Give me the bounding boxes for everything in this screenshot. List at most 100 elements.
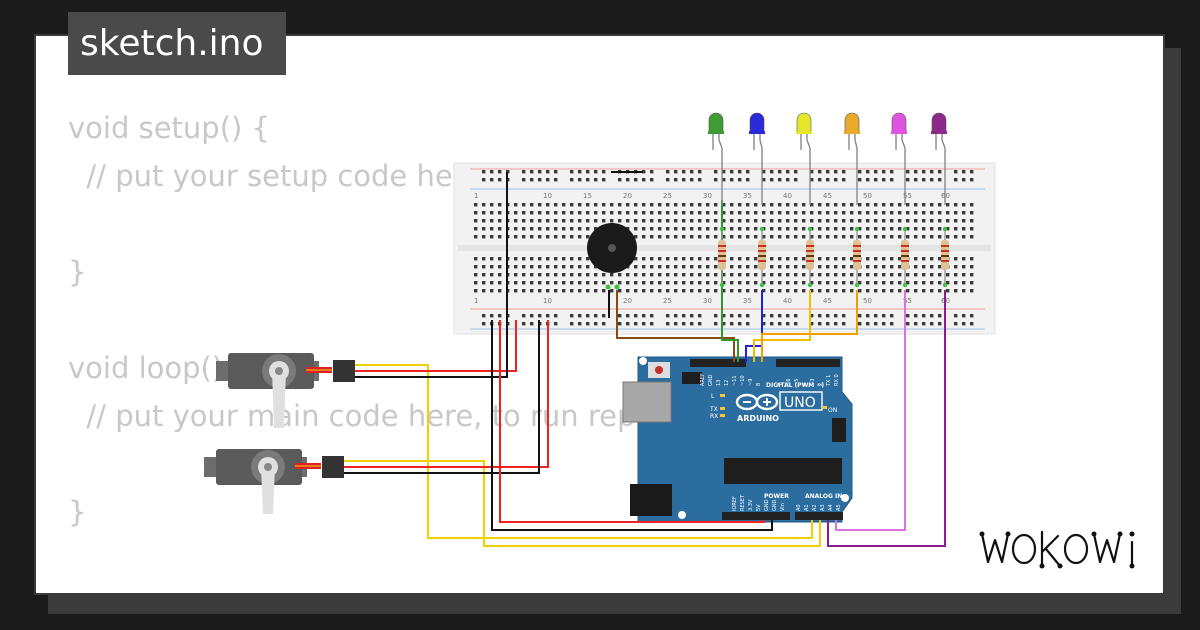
breadboard-hole[interactable]: [954, 314, 958, 318]
breadboard-hole[interactable]: [890, 314, 894, 318]
breadboard-hole[interactable]: [890, 203, 894, 207]
breadboard-hole[interactable]: [746, 235, 750, 239]
breadboard-hole[interactable]: [650, 281, 654, 285]
breadboard-hole[interactable]: [570, 211, 574, 215]
breadboard-hole[interactable]: [594, 170, 598, 174]
breadboard-hole[interactable]: [898, 235, 902, 239]
breadboard-hole[interactable]: [634, 314, 638, 318]
breadboard-hole[interactable]: [618, 314, 622, 318]
breadboard-hole[interactable]: [490, 178, 494, 182]
breadboard-hole[interactable]: [490, 257, 494, 261]
breadboard-hole[interactable]: [858, 289, 862, 293]
breadboard-hole[interactable]: [482, 178, 486, 182]
breadboard-hole[interactable]: [722, 281, 726, 285]
breadboard-hole[interactable]: [770, 203, 774, 207]
breadboard-hole[interactable]: [842, 314, 846, 318]
breadboard-hole[interactable]: [858, 235, 862, 239]
breadboard-hole[interactable]: [826, 235, 830, 239]
breadboard-hole[interactable]: [482, 273, 486, 277]
breadboard-hole[interactable]: [858, 219, 862, 223]
breadboard-hole[interactable]: [546, 178, 550, 182]
breadboard-hole[interactable]: [474, 257, 478, 261]
breadboard-hole[interactable]: [858, 178, 862, 182]
breadboard-hole[interactable]: [730, 178, 734, 182]
breadboard-hole[interactable]: [522, 314, 526, 318]
breadboard-hole[interactable]: [490, 314, 494, 318]
breadboard-hole[interactable]: [778, 203, 782, 207]
breadboard-hole[interactable]: [914, 211, 918, 215]
breadboard-hole[interactable]: [642, 257, 646, 261]
breadboard-hole[interactable]: [522, 203, 526, 207]
breadboard-hole[interactable]: [490, 273, 494, 277]
breadboard-hole[interactable]: [530, 257, 534, 261]
breadboard-hole[interactable]: [930, 219, 934, 223]
breadboard-hole[interactable]: [586, 235, 590, 239]
breadboard-hole[interactable]: [802, 257, 806, 261]
breadboard-hole[interactable]: [826, 203, 830, 207]
breadboard-hole[interactable]: [970, 227, 974, 231]
breadboard-hole[interactable]: [498, 178, 502, 182]
breadboard-hole[interactable]: [938, 227, 942, 231]
breadboard-hole[interactable]: [746, 322, 750, 326]
breadboard-hole[interactable]: [962, 257, 966, 261]
breadboard-hole[interactable]: [962, 235, 966, 239]
breadboard-hole[interactable]: [866, 281, 870, 285]
breadboard-hole[interactable]: [914, 265, 918, 269]
breadboard-hole[interactable]: [962, 281, 966, 285]
breadboard-hole[interactable]: [930, 235, 934, 239]
breadboard-hole[interactable]: [706, 257, 710, 261]
breadboard-hole[interactable]: [746, 211, 750, 215]
breadboard-hole[interactable]: [922, 273, 926, 277]
breadboard-hole[interactable]: [850, 227, 854, 231]
breadboard-hole[interactable]: [770, 281, 774, 285]
breadboard-hole[interactable]: [922, 235, 926, 239]
breadboard-hole[interactable]: [850, 273, 854, 277]
breadboard-hole[interactable]: [586, 281, 590, 285]
breadboard-hole[interactable]: [634, 203, 638, 207]
breadboard-hole[interactable]: [946, 203, 950, 207]
breadboard-hole[interactable]: [906, 289, 910, 293]
breadboard-hole[interactable]: [970, 257, 974, 261]
breadboard-hole[interactable]: [922, 289, 926, 293]
breadboard-hole[interactable]: [642, 178, 646, 182]
breadboard-hole[interactable]: [546, 273, 550, 277]
breadboard-hole[interactable]: [970, 289, 974, 293]
breadboard-hole[interactable]: [770, 273, 774, 277]
breadboard-hole[interactable]: [962, 273, 966, 277]
breadboard-hole[interactable]: [738, 265, 742, 269]
breadboard-hole[interactable]: [498, 281, 502, 285]
breadboard-hole[interactable]: [610, 219, 614, 223]
breadboard-hole[interactable]: [842, 178, 846, 182]
breadboard-hole[interactable]: [570, 219, 574, 223]
breadboard-hole[interactable]: [898, 289, 902, 293]
breadboard-hole[interactable]: [586, 203, 590, 207]
breadboard-hole[interactable]: [642, 170, 646, 174]
breadboard-hole[interactable]: [874, 235, 878, 239]
breadboard-hole[interactable]: [746, 178, 750, 182]
breadboard-hole[interactable]: [690, 281, 694, 285]
breadboard-hole[interactable]: [794, 314, 798, 318]
breadboard-hole[interactable]: [858, 203, 862, 207]
breadboard-hole[interactable]: [714, 235, 718, 239]
breadboard-hole[interactable]: [818, 257, 822, 261]
breadboard-hole[interactable]: [682, 170, 686, 174]
breadboard-hole[interactable]: [642, 203, 646, 207]
breadboard-hole[interactable]: [794, 235, 798, 239]
breadboard-hole[interactable]: [786, 178, 790, 182]
breadboard-hole[interactable]: [834, 257, 838, 261]
breadboard-hole[interactable]: [634, 227, 638, 231]
breadboard-hole[interactable]: [834, 235, 838, 239]
breadboard-hole[interactable]: [546, 211, 550, 215]
breadboard-hole[interactable]: [610, 203, 614, 207]
breadboard-hole[interactable]: [898, 227, 902, 231]
breadboard-hole[interactable]: [946, 273, 950, 277]
breadboard-hole[interactable]: [570, 227, 574, 231]
breadboard-hole[interactable]: [690, 265, 694, 269]
breadboard-hole[interactable]: [482, 322, 486, 326]
breadboard-hole[interactable]: [578, 170, 582, 174]
breadboard-hole[interactable]: [530, 235, 534, 239]
breadboard-hole[interactable]: [858, 211, 862, 215]
breadboard-hole[interactable]: [970, 203, 974, 207]
breadboard-hole[interactable]: [482, 170, 486, 174]
breadboard-hole[interactable]: [874, 281, 878, 285]
